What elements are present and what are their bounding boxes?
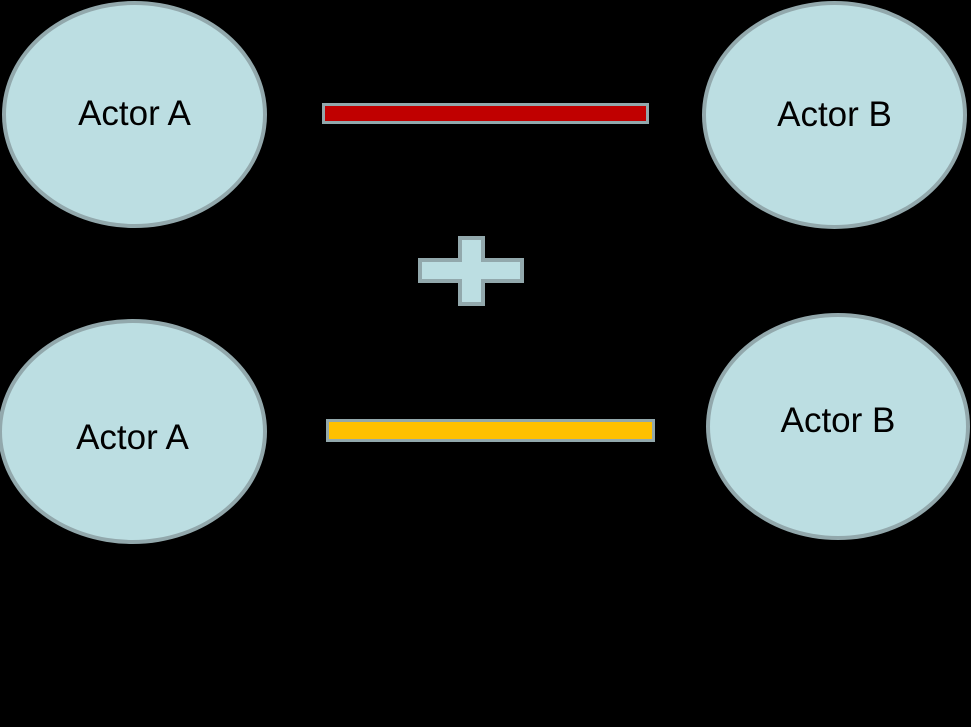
actor-b-bottom-label: Actor B	[780, 401, 896, 441]
actor-b-top-label: Actor B	[777, 94, 892, 134]
actor-b-bottom-ellipse: Actor B	[706, 313, 970, 540]
actor-b-top-ellipse: Actor B	[702, 1, 967, 229]
actor-a-top-label: Actor A	[78, 94, 191, 134]
actor-a-top-ellipse: Actor A	[2, 1, 267, 228]
red-connection-bar	[322, 103, 649, 124]
plus-icon	[418, 236, 524, 306]
yellow-connection-bar	[326, 419, 655, 442]
actor-a-bottom-label: Actor A	[76, 418, 189, 458]
plus-shape	[418, 236, 524, 306]
actor-a-bottom-ellipse: Actor A	[0, 319, 267, 544]
